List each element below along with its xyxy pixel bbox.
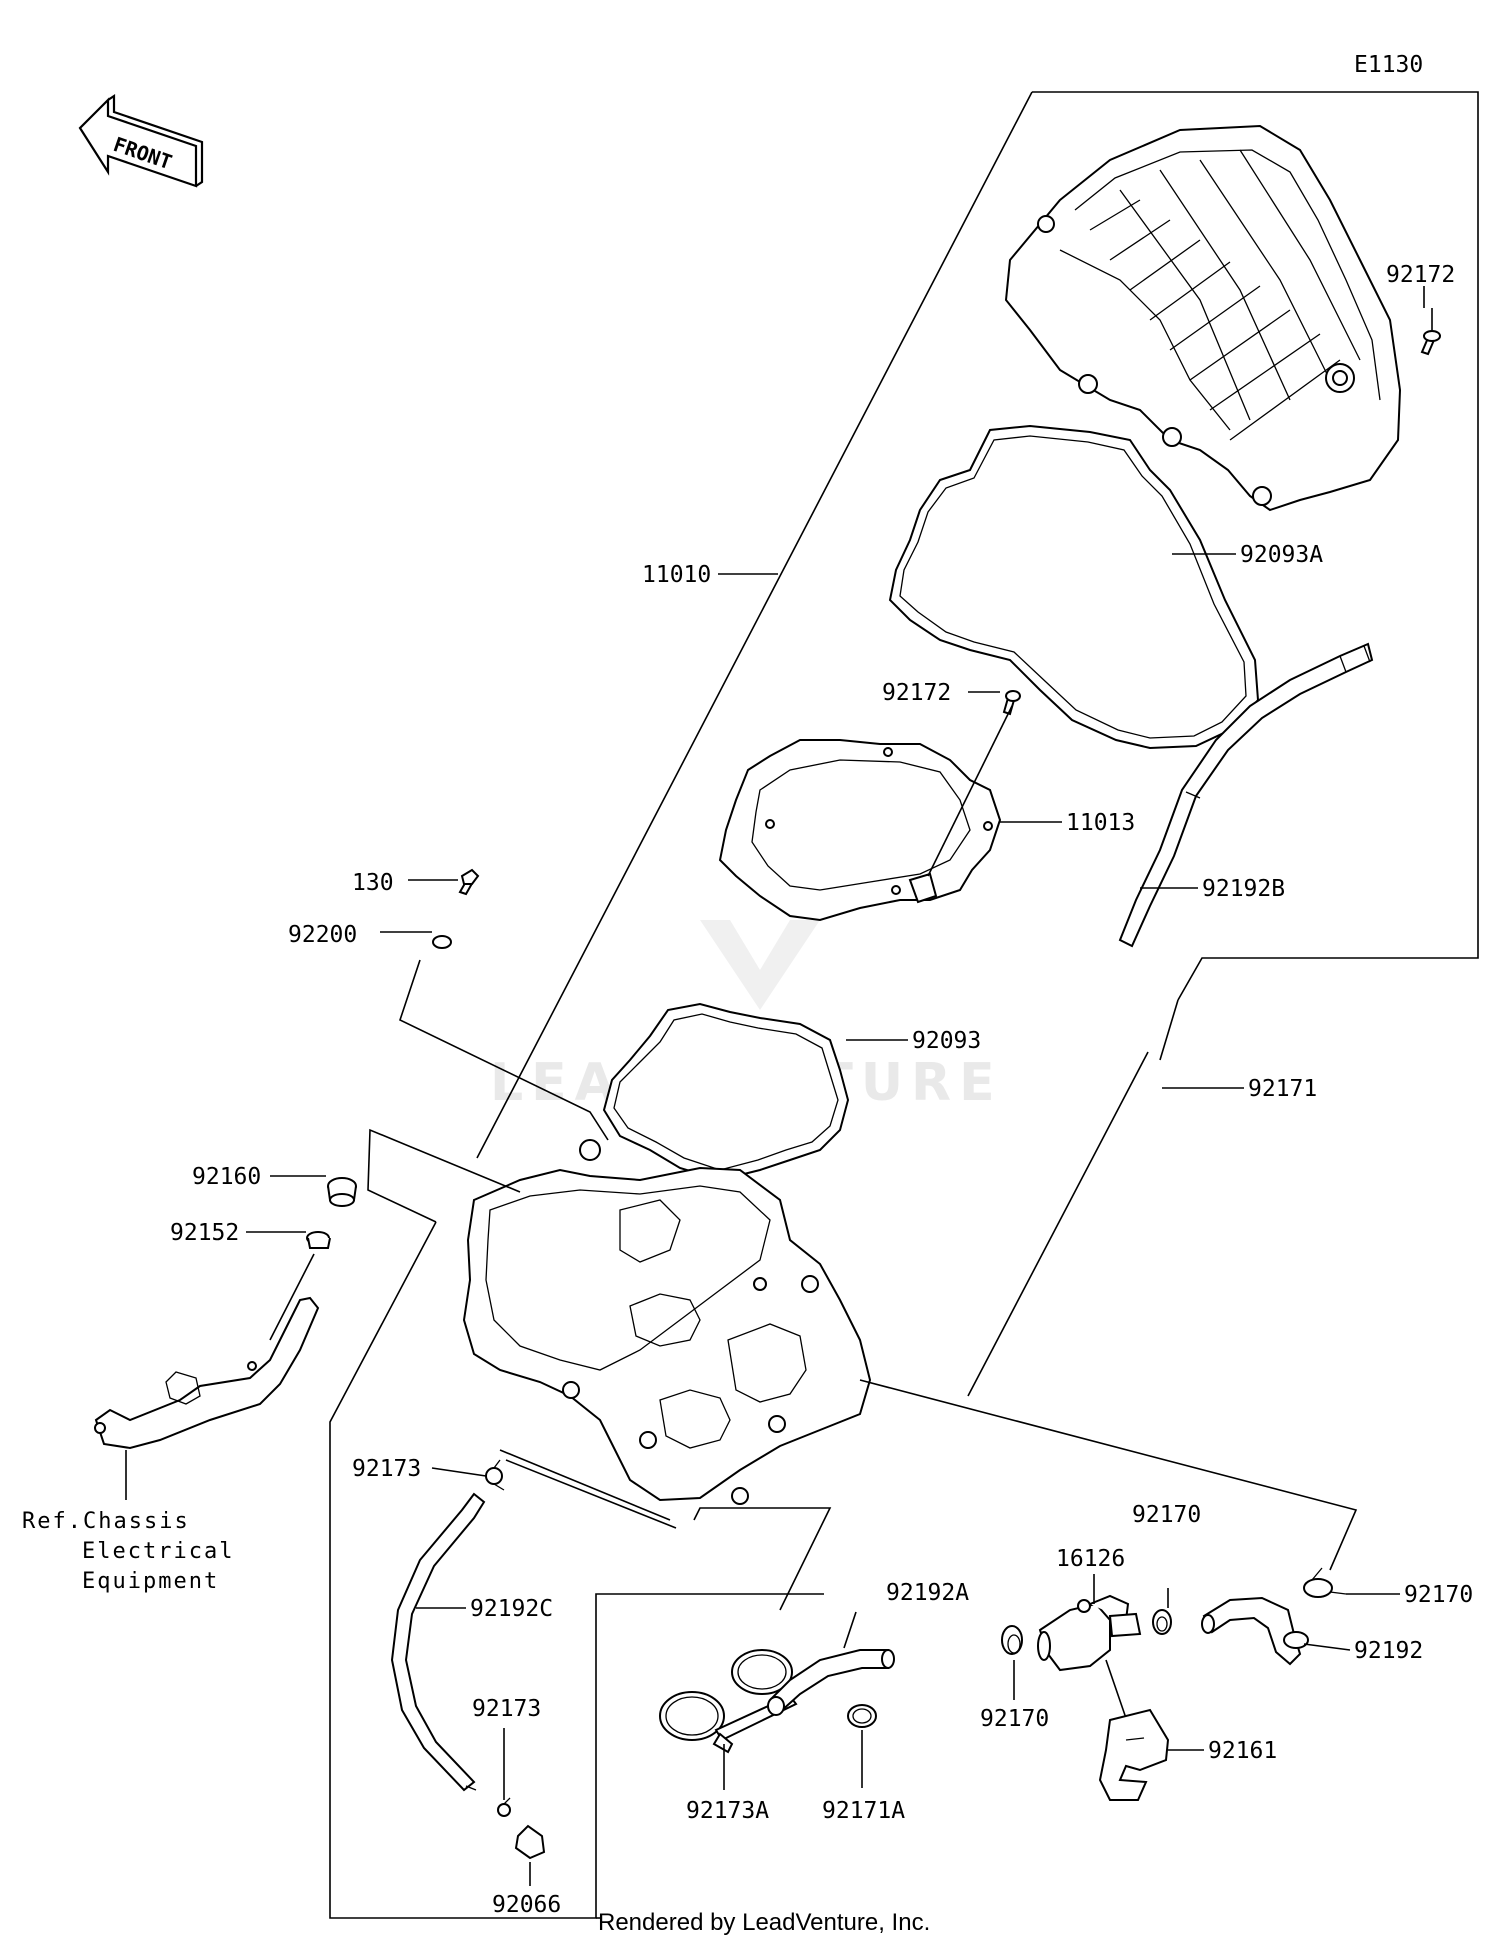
reference-note-line-3: Equipment bbox=[82, 1569, 219, 1594]
label-16126: 16126 bbox=[1056, 1546, 1125, 1572]
front-arrow: FRONT bbox=[78, 93, 204, 188]
label-92171: 92171 bbox=[1248, 1076, 1317, 1102]
label-92170-b: 92170 bbox=[980, 1706, 1049, 1732]
grommet-92160 bbox=[327, 1177, 357, 1207]
label-92161: 92161 bbox=[1208, 1738, 1277, 1764]
reference-note-line-2: Electrical bbox=[82, 1539, 234, 1564]
reference-note-line-1: Ref.Chassis bbox=[22, 1509, 190, 1534]
screw-92172-top bbox=[1420, 330, 1441, 356]
label-92173-a: 92173 bbox=[352, 1456, 421, 1482]
drain-plug-92066 bbox=[514, 1824, 546, 1860]
label-92066: 92066 bbox=[492, 1892, 561, 1918]
case-gasket bbox=[602, 1002, 850, 1182]
air-cleaner-case bbox=[462, 1139, 872, 1505]
label-92192b: 92192B bbox=[1202, 876, 1285, 902]
watermark-logo bbox=[700, 920, 820, 1010]
washer-92200 bbox=[432, 935, 452, 949]
screw-92172-mid bbox=[1002, 690, 1021, 716]
diagram-code: E1130 bbox=[1354, 52, 1423, 78]
label-92192: 92192 bbox=[1354, 1638, 1423, 1664]
footer-credit: Rendered by LeadVenture, Inc. bbox=[598, 1909, 930, 1936]
clamp-92170-c bbox=[1303, 1567, 1347, 1598]
drain-tube-92192c bbox=[390, 1492, 486, 1792]
clamp-92171a bbox=[847, 1704, 877, 1728]
breather-hose-92192b bbox=[1118, 642, 1374, 948]
holder-92161 bbox=[1098, 1708, 1170, 1801]
air-cleaner-cover bbox=[1004, 124, 1402, 512]
air-filter-element bbox=[718, 739, 1002, 922]
clip-92173-a bbox=[485, 1459, 505, 1491]
label-92152: 92152 bbox=[170, 1220, 239, 1246]
label-130: 130 bbox=[352, 870, 394, 896]
assembly-frame-right bbox=[967, 1051, 1149, 1397]
assembly-frame-left bbox=[476, 91, 1033, 1159]
assembly-frame-lower bbox=[329, 1221, 824, 1919]
chassis-bracket bbox=[94, 1296, 320, 1450]
collar-92152 bbox=[306, 1231, 331, 1249]
assembly-frame-upper bbox=[1032, 91, 1479, 1001]
clamp-92170-b bbox=[1001, 1625, 1023, 1655]
clamp-92170-a bbox=[1152, 1609, 1172, 1635]
label-92172-top: 92172 bbox=[1386, 262, 1455, 288]
label-92192c: 92192C bbox=[470, 1596, 553, 1622]
label-11013: 11013 bbox=[1066, 810, 1135, 836]
hose-92192 bbox=[1201, 1596, 1309, 1666]
clip-92173-b bbox=[497, 1797, 511, 1817]
label-92192a: 92192A bbox=[886, 1580, 969, 1606]
label-92093a: 92093A bbox=[1240, 542, 1323, 568]
bolt-130 bbox=[458, 868, 480, 896]
label-92173a: 92173A bbox=[686, 1798, 769, 1824]
label-11010: 11010 bbox=[642, 562, 711, 588]
label-92160: 92160 bbox=[192, 1164, 261, 1190]
label-92171a: 92171A bbox=[822, 1798, 905, 1824]
label-92200: 92200 bbox=[288, 922, 357, 948]
reference-note: Ref.Chassis Electrical Equipment bbox=[22, 1509, 234, 1594]
hose-92192a bbox=[767, 1649, 895, 1716]
valve-16126 bbox=[1037, 1594, 1142, 1672]
label-92170-c: 92170 bbox=[1404, 1582, 1473, 1608]
label-92172-mid: 92172 bbox=[882, 680, 951, 706]
label-92173-b: 92173 bbox=[472, 1696, 541, 1722]
label-92170-a: 92170 bbox=[1132, 1502, 1201, 1528]
label-92093: 92093 bbox=[912, 1028, 981, 1054]
